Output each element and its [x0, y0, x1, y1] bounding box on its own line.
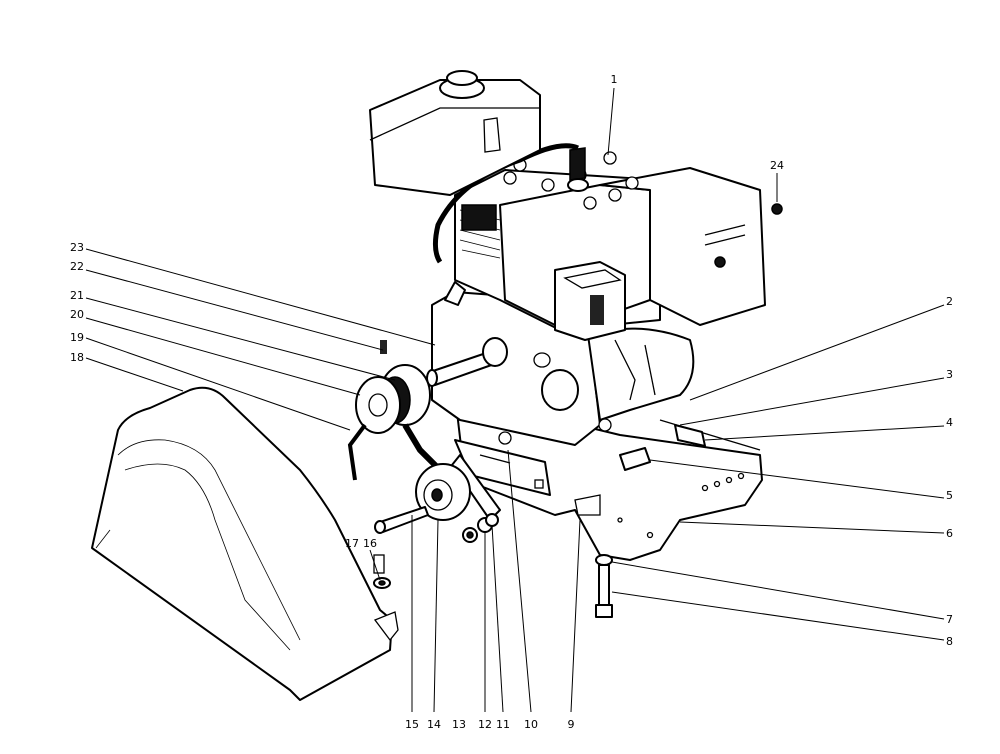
callout-9: 9	[568, 718, 575, 731]
callout-12: 12	[478, 718, 492, 731]
cover-bolt	[373, 554, 391, 589]
callout-7: 7	[946, 613, 953, 626]
callout-15: 15	[405, 718, 419, 731]
belt-cover	[91, 386, 399, 701]
callout-labels: 1 2 3 4 5 6 7 8 9 10 11 12 13 14 15 16 1…	[70, 73, 953, 731]
callout-4: 4	[946, 416, 953, 429]
small-parts	[498, 203, 783, 471]
callout-3: 3	[946, 368, 953, 381]
mount-bolt	[595, 554, 613, 618]
idler-pulley	[374, 463, 471, 534]
fuel-tank	[369, 70, 541, 196]
callout-13: 13	[452, 718, 466, 731]
callout-14: 14	[427, 718, 441, 731]
callout-16: 16	[363, 537, 377, 550]
callout-24: 24	[770, 159, 784, 172]
callout-17: 17	[345, 537, 359, 550]
engine-block	[426, 281, 695, 446]
callout-22: 22	[70, 260, 84, 273]
callout-11: 11	[496, 718, 510, 731]
callout-6: 6	[946, 527, 953, 540]
leader-lines	[85, 87, 945, 713]
callout-20: 20	[70, 308, 84, 321]
callout-8: 8	[946, 635, 953, 648]
callout-19: 19	[70, 331, 84, 344]
callout-18: 18	[70, 351, 84, 364]
callout-21: 21	[70, 289, 84, 302]
callout-10: 10	[524, 718, 538, 731]
engine-cylinder-shroud	[432, 143, 766, 341]
callout-23: 23	[70, 241, 84, 254]
callout-2: 2	[946, 295, 953, 308]
drive-pulleys	[347, 340, 443, 481]
callout-1: 1	[611, 73, 618, 86]
callout-5: 5	[946, 489, 953, 502]
washers-and-nut	[462, 513, 499, 543]
